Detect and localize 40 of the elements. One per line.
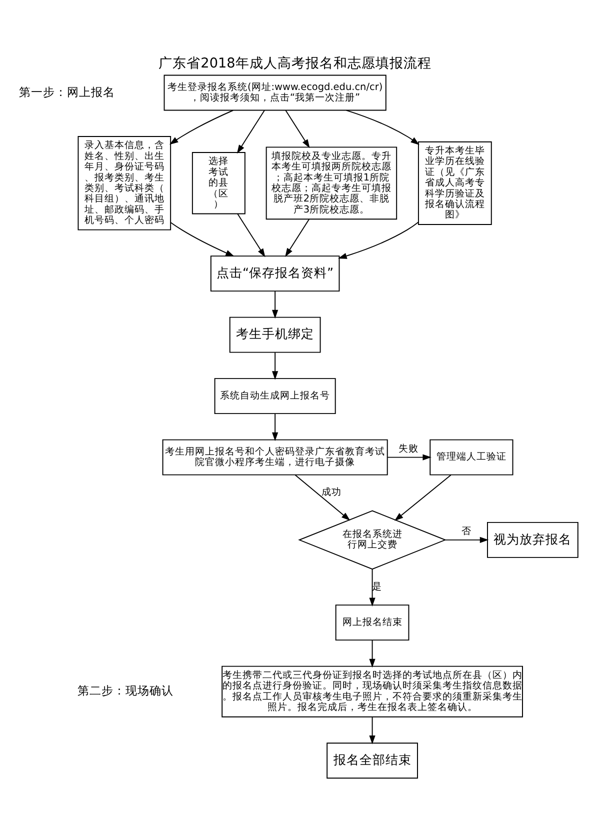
node-box: 网上报名结束 — [335, 604, 410, 641]
arrow — [346, 110, 420, 145]
node-box: 考生手机绑定 — [229, 316, 321, 353]
arrow — [294, 474, 350, 521]
arrow — [285, 218, 310, 257]
label: 第一步：网上报名 — [19, 84, 116, 99]
node-box: 考生携带二代或三代身份证到报名时选择的考试地点所在县（区）内的报名点进行身份验证。同时，现场确认时须采集考生指纹信息数据。报名点工作人员审核考生电子照片，不符合要求的须重新采集考生照片。报名完成后，考生在报名表上签名确认。 — [222, 666, 523, 718]
arrow — [369, 640, 376, 668]
edge-label: 失败 — [398, 443, 419, 454]
edge-label: 成功 — [321, 487, 342, 498]
arrow — [338, 222, 419, 259]
node-box: 管理端人工验证 — [430, 439, 514, 476]
edge-label: 否 — [461, 526, 472, 538]
node-box: 点击“保存报名资料” — [210, 256, 340, 292]
node-box: 考生用网上报名号和个人密码登录广东省教育考试院官微小程序考生端，进行电子摄像 — [162, 439, 388, 476]
edge-label: 是 — [372, 582, 382, 593]
arrow — [272, 352, 278, 380]
node-box: 报名全部结束 — [326, 742, 418, 779]
arrow — [444, 536, 489, 543]
node-box: 选择考试的县（区） — [192, 152, 246, 214]
node-box: 填报院校及专业志愿。专升本考生可填报两所院校志愿；高起本考生可填报1所院校志愿；高起专考生可填报脱产班2所院校志愿、非脱产3所院校志愿。 — [266, 146, 398, 220]
node-box: 系统自动生成网上报名号 — [214, 378, 336, 414]
arrow — [272, 413, 278, 442]
arrow — [169, 110, 234, 145]
arrow — [394, 474, 452, 521]
arrow — [272, 290, 278, 319]
node-box: 录入基本信息，含姓名、性别、出生年月、身份证号码、报考类别、考生类别、考试科类（科目组）、通讯地址、邮政编码、手机号码、个人密码 — [78, 136, 172, 230]
diagram-title: 广东省2018年成人高考报名和志愿填报流程 — [158, 56, 432, 72]
node-box: 视为放弃报名 — [487, 522, 578, 558]
node-diamond: 在报名系统进行网上交费 — [298, 510, 446, 570]
arrow — [369, 568, 376, 606]
label: 第二步：现场确认 — [77, 684, 174, 698]
node-box: 专升本考生毕业学历在线验证（见《广东省成人高考专科学历验证及报名确认流程图》 — [418, 141, 492, 225]
arrow — [387, 454, 432, 460]
arrow — [285, 110, 310, 148]
arrow — [369, 716, 376, 744]
arrow — [236, 110, 265, 154]
node-box: 考生登录报名系统(网址:www.ecogd.edu.cn/cr)，阅读报考须知，点击“我第一次注册” — [164, 74, 386, 111]
arrow — [170, 222, 234, 257]
arrow — [237, 213, 266, 258]
